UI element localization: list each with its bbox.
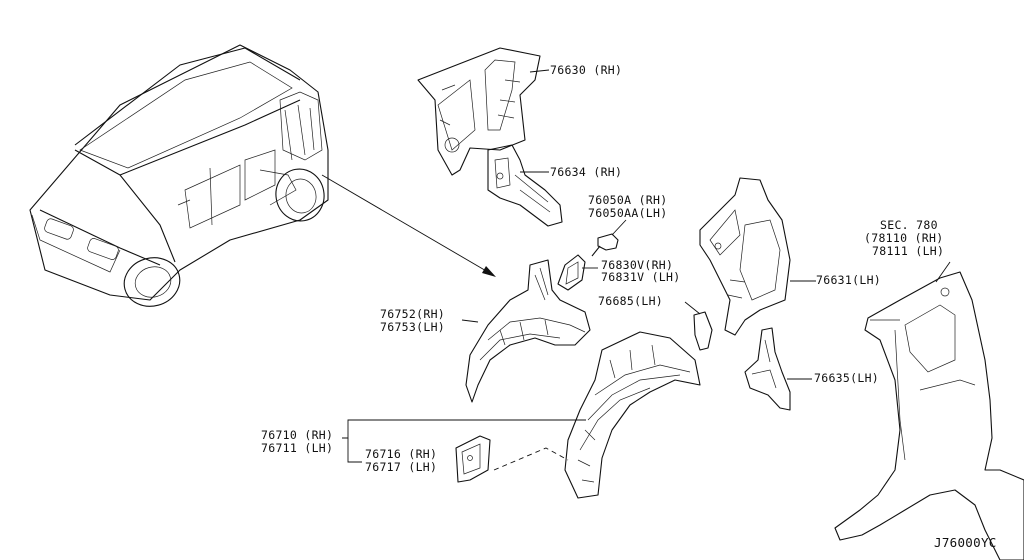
diagram-code: J76000YC bbox=[934, 535, 997, 550]
callout-76716: 76716 (RH) bbox=[365, 447, 438, 461]
callout-76830v: 76830V(RH) bbox=[601, 258, 674, 272]
callout-76711: 76711 (LH) bbox=[261, 441, 334, 455]
location-arrow bbox=[321, 174, 496, 277]
part-76752-illustration bbox=[465, 259, 591, 403]
callout-76831v: 76831V (LH) bbox=[601, 270, 681, 284]
callout-leaders bbox=[342, 419, 586, 463]
part-76634-illustration bbox=[487, 144, 563, 227]
section-part-rh: (78110 (RH) bbox=[864, 231, 944, 245]
part-76635-illustration bbox=[744, 327, 812, 411]
part-76050a-illustration bbox=[591, 219, 627, 257]
callout-76685: 76685(LH) bbox=[598, 294, 664, 308]
callout-76753: 76753(LH) bbox=[380, 320, 446, 334]
part-76685-illustration bbox=[684, 301, 713, 351]
callout-76050aa: 76050AA(LH) bbox=[588, 206, 668, 220]
part-76716-illustration bbox=[455, 435, 491, 483]
callout-76631: 76631(LH) bbox=[816, 273, 882, 287]
vehicle-illustration bbox=[29, 44, 329, 307]
part-76631-illustration bbox=[699, 177, 791, 336]
part-76830v-illustration bbox=[557, 254, 598, 291]
callout-76752: 76752(RH) bbox=[380, 307, 446, 321]
part-76630-illustration bbox=[417, 47, 541, 176]
callout-76634: 76634 (RH) bbox=[550, 165, 623, 179]
section-part-lh: 78111 (LH) bbox=[872, 244, 945, 258]
part-76710-illustration bbox=[564, 331, 701, 499]
part-sec780-illustration bbox=[834, 261, 1024, 560]
callout-76050a: 76050A (RH) bbox=[588, 193, 668, 207]
section-title: SEC. 780 bbox=[880, 218, 938, 232]
callout-76710: 76710 (RH) bbox=[261, 428, 334, 442]
callout-76635: 76635(LH) bbox=[814, 371, 880, 385]
callout-76717: 76717 (LH) bbox=[365, 460, 438, 474]
callout-76630: 76630 (RH) bbox=[550, 63, 623, 77]
